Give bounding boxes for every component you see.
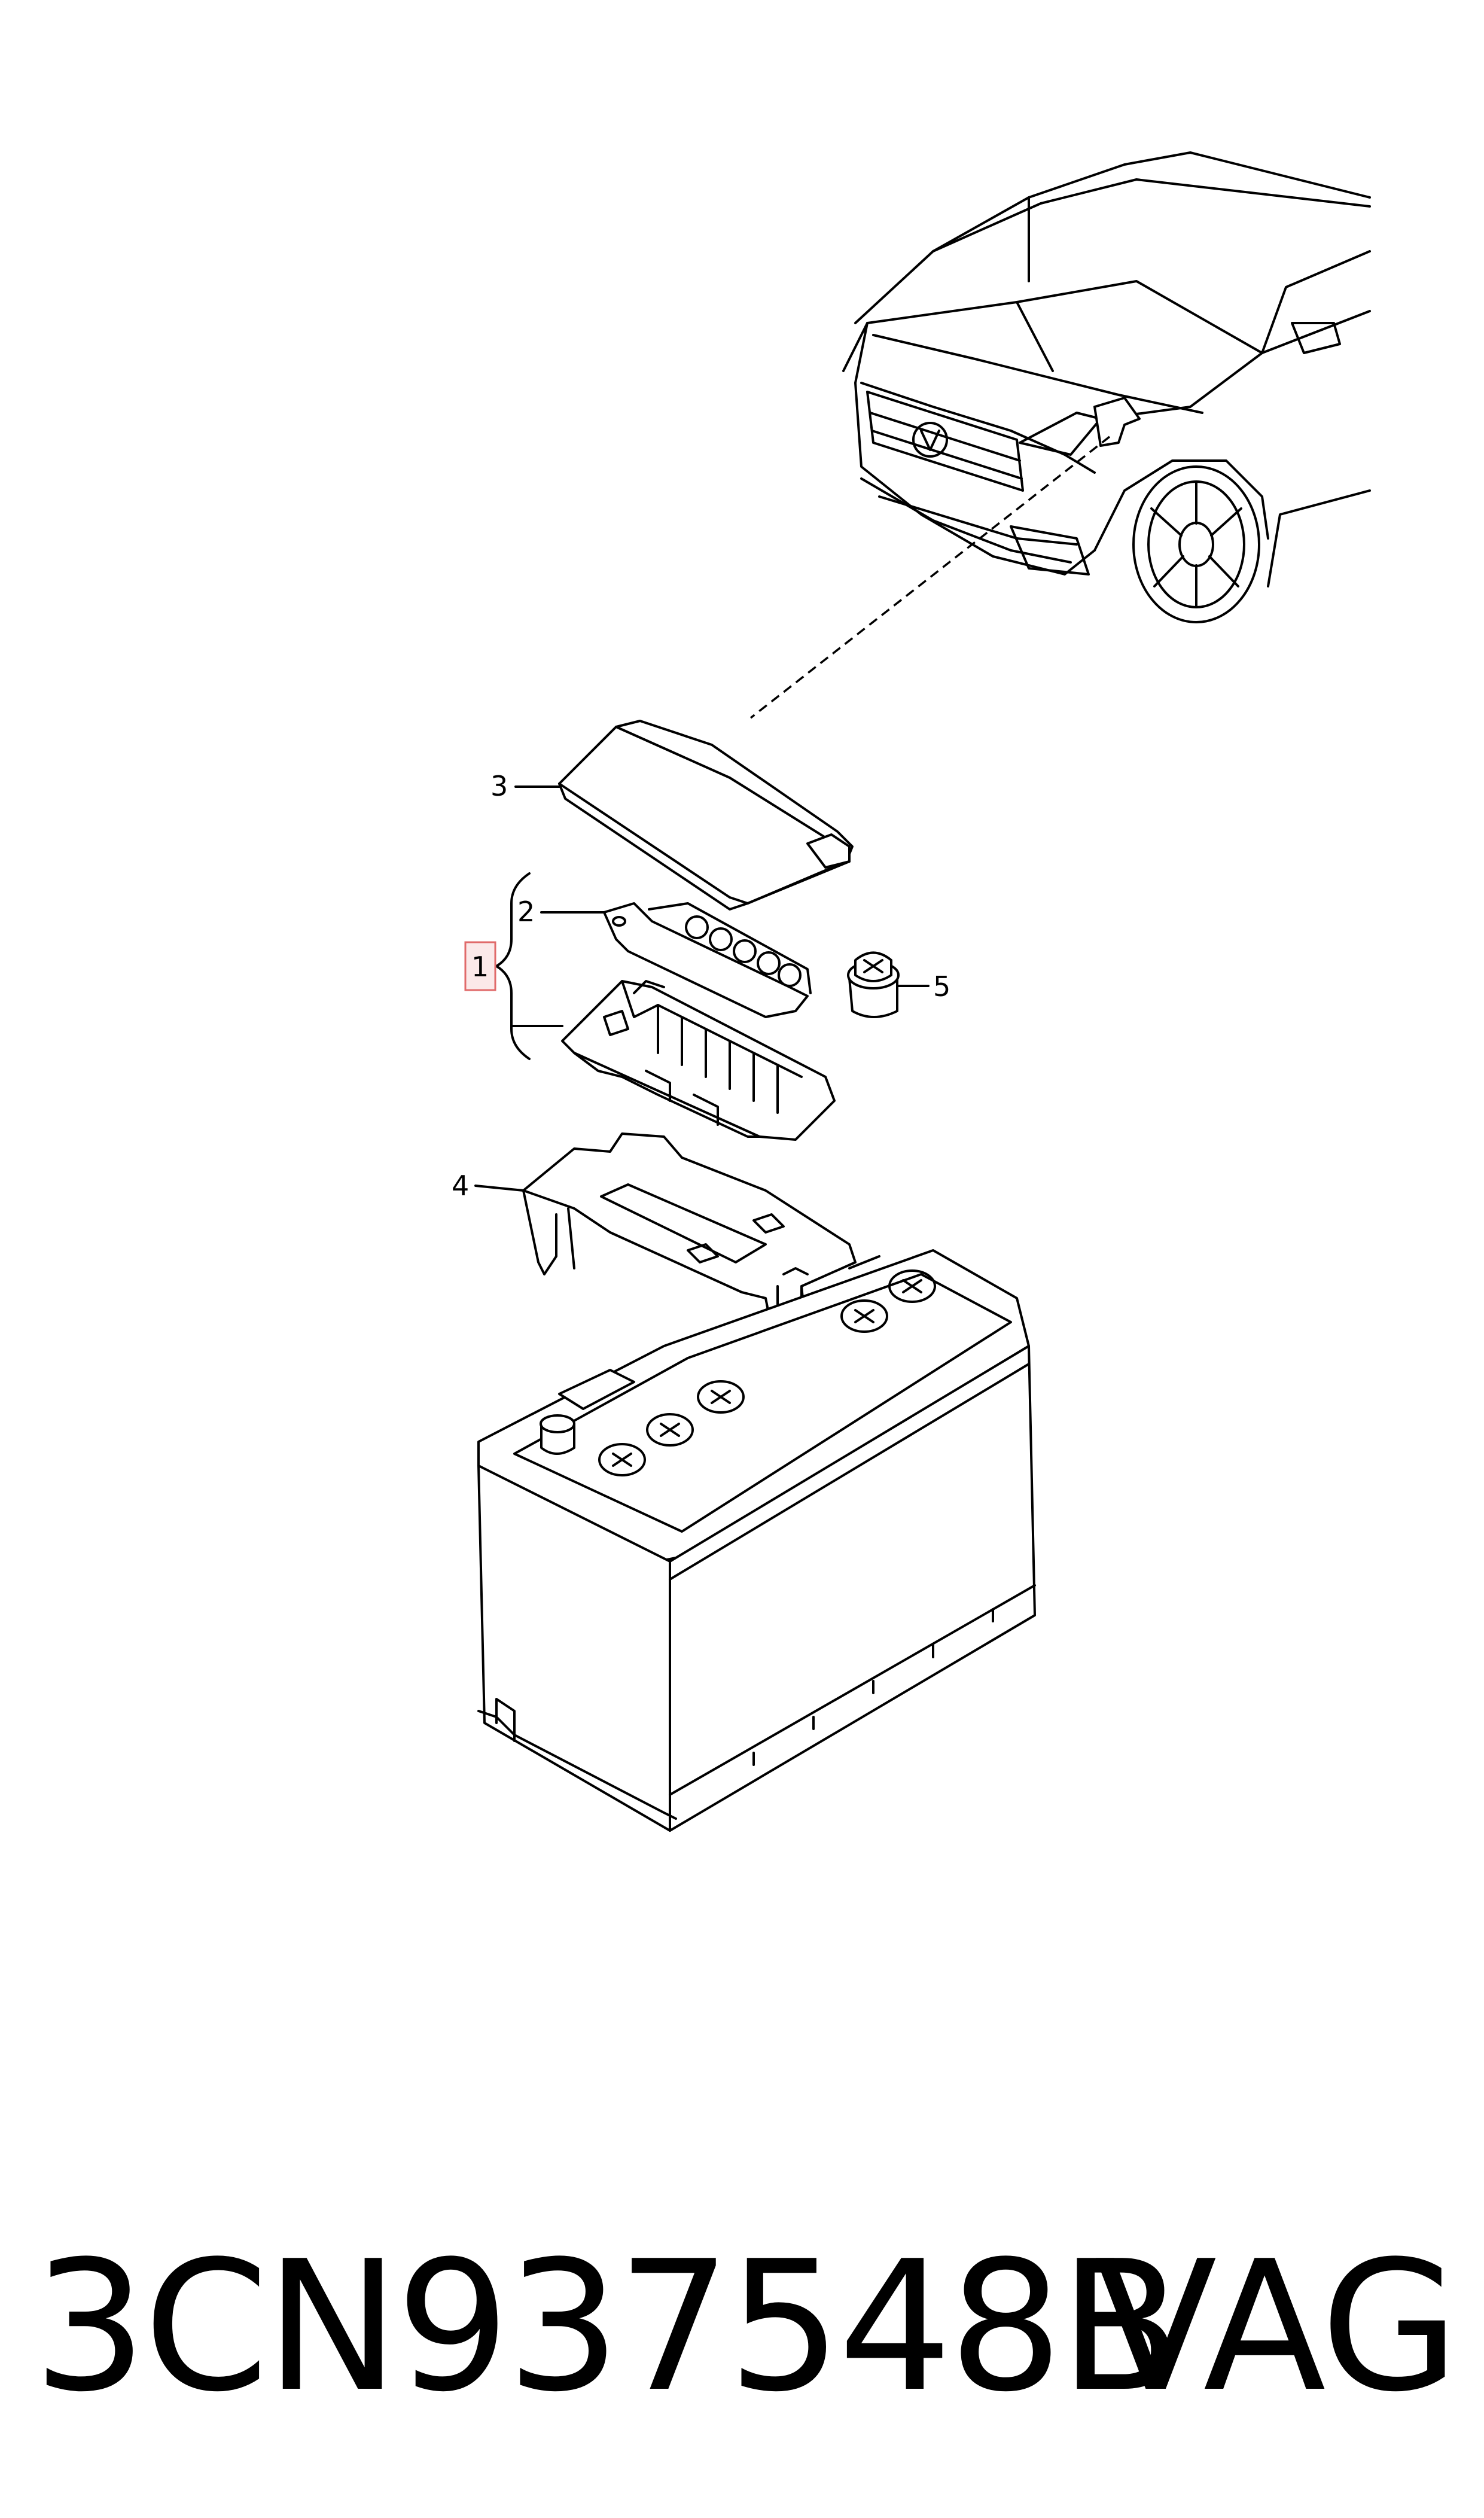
callout-4-label: 4 xyxy=(452,1170,469,1202)
brand-label: VAG xyxy=(1094,2222,1459,2431)
footer: 3CN937548B VAG xyxy=(0,2219,1484,2435)
part-2-terminal-strip xyxy=(603,902,812,1018)
callout-4: 4 xyxy=(452,1170,525,1202)
callout-1: 1 xyxy=(471,951,563,1027)
callout-1-bracket xyxy=(495,872,531,1060)
callout-2-label: 2 xyxy=(517,896,535,928)
part-1-fuse-holder xyxy=(561,980,836,1141)
battery xyxy=(477,1249,1036,1832)
part-3-cover xyxy=(558,720,854,911)
callout-5-label: 5 xyxy=(933,970,950,1003)
part-5-cap xyxy=(847,951,900,1018)
callout-3: 3 xyxy=(490,770,560,802)
part-number: 3CN937548B xyxy=(33,2222,1183,2431)
location-leader-line xyxy=(749,436,1111,719)
callout-5: 5 xyxy=(896,970,950,1003)
callout-1-label: 1 xyxy=(471,951,489,983)
callout-2: 2 xyxy=(517,896,605,928)
callout-1-highlight-box xyxy=(464,941,496,991)
callout-3-label: 3 xyxy=(490,770,508,802)
vehicle-illustration xyxy=(842,151,1371,623)
